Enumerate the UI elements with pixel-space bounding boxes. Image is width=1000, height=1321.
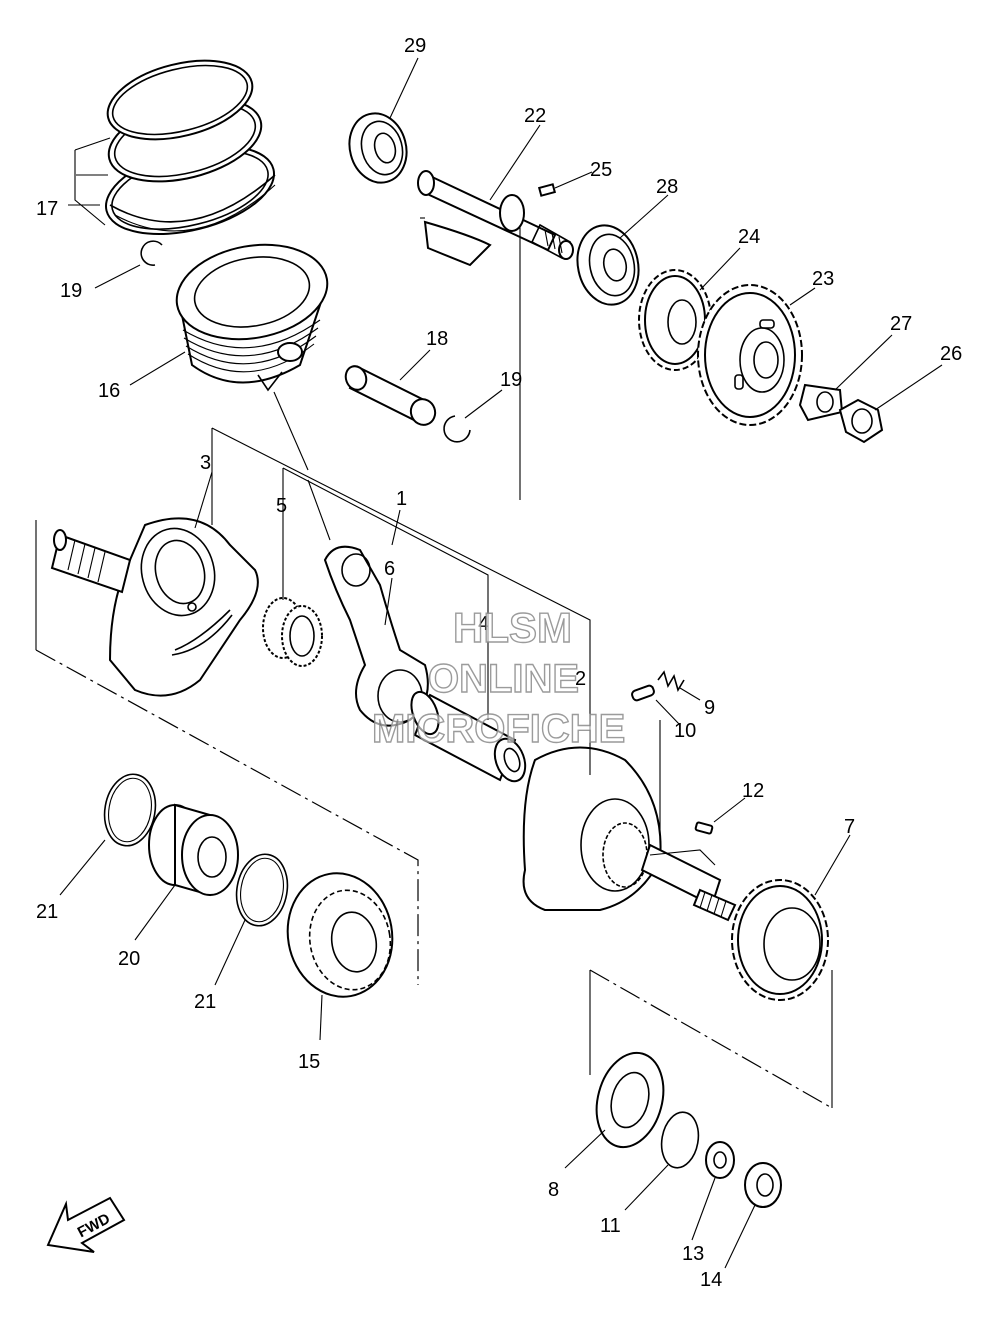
crank-pin[interactable] — [406, 688, 530, 785]
callout-17: 17 — [36, 198, 58, 220]
watermark-line2-outline: ONLINE — [428, 657, 579, 701]
circlip-right[interactable] — [443, 415, 471, 443]
plunger-10[interactable] — [631, 684, 655, 702]
callout-22: 22 — [524, 105, 546, 127]
callout-26: 26 — [940, 343, 962, 365]
watermark: HLSM HLSM ONLINE ONLINE MICROFICHE MICRO… — [371, 603, 626, 751]
lock-washer-27[interactable] — [798, 383, 844, 422]
callout-16: 16 — [98, 380, 120, 402]
watermark-line3: MICROFICHE — [372, 707, 625, 751]
woodruff-key-25[interactable] — [537, 183, 557, 197]
watermark-line3-outline: MICROFICHE — [372, 707, 625, 751]
callout-3: 3 — [200, 452, 211, 474]
callout-1: 1 — [396, 488, 407, 510]
callout-23: 23 — [812, 268, 834, 290]
callout-19-right: 19 — [500, 369, 522, 391]
callout-28: 28 — [656, 176, 678, 198]
circlip-11[interactable] — [657, 1109, 702, 1170]
callout-12: 12 — [742, 780, 764, 802]
callout-14: 14 — [700, 1269, 722, 1291]
watermark-line1: HLSM — [453, 604, 572, 651]
bearing-15[interactable] — [278, 865, 402, 1005]
callout-9: 9 — [704, 697, 715, 719]
callout-19-top: 19 — [60, 280, 82, 302]
crank-wheel-right[interactable] — [522, 746, 737, 922]
nut-14[interactable] — [744, 1162, 782, 1208]
callout-labels: 29 22 25 28 24 23 27 26 17 19 16 18 19 3… — [36, 35, 962, 1291]
circlip-21-right[interactable] — [231, 850, 293, 930]
spacer-20[interactable] — [148, 803, 239, 897]
callout-11: 11 — [600, 1215, 621, 1237]
needle-bearing-5[interactable] — [262, 597, 323, 667]
gear-24[interactable] — [638, 269, 712, 371]
key-12[interactable] — [694, 821, 714, 835]
bearing-28[interactable] — [570, 220, 645, 311]
callout-7: 7 — [844, 816, 855, 838]
callout-27: 27 — [890, 313, 912, 335]
callout-29: 29 — [404, 35, 426, 57]
callout-10: 10 — [674, 720, 696, 742]
callout-21-left: 21 — [36, 901, 58, 923]
washer-13[interactable] — [705, 1141, 735, 1179]
piston-pin[interactable] — [342, 363, 438, 428]
callout-2: 2 — [575, 668, 586, 690]
plate-8[interactable] — [587, 1045, 674, 1154]
nut-26[interactable] — [838, 398, 884, 444]
callout-13: 13 — [682, 1243, 704, 1265]
balancer-shaft[interactable] — [417, 170, 574, 267]
assembly-lines — [35, 137, 833, 1109]
piston-rings[interactable] — [97, 47, 283, 249]
gear-23[interactable] — [697, 284, 803, 426]
crank-wheel-left[interactable] — [50, 517, 259, 697]
spring-9[interactable] — [657, 670, 685, 692]
watermark-line1-outline: HLSM — [453, 604, 572, 651]
callout-25: 25 — [590, 159, 612, 181]
callout-24: 24 — [738, 226, 760, 248]
circlip-21-left[interactable] — [99, 770, 161, 850]
gear-7[interactable] — [731, 879, 829, 1001]
callout-20: 20 — [118, 948, 140, 970]
callout-6: 6 — [384, 558, 395, 580]
callout-21-right: 21 — [194, 991, 216, 1013]
callout-15: 15 — [298, 1051, 320, 1073]
callout-8: 8 — [548, 1179, 559, 1201]
callout-4: 4 — [478, 613, 489, 635]
fwd-arrow: FWD — [46, 1196, 126, 1253]
watermark-line2: ONLINE — [428, 657, 579, 701]
callout-5: 5 — [276, 495, 287, 517]
bearing-29[interactable] — [342, 107, 414, 189]
piston[interactable] — [169, 234, 335, 392]
circlip-left[interactable] — [140, 240, 163, 266]
callout-18: 18 — [426, 328, 448, 350]
leader-lines — [59, 57, 943, 1269]
